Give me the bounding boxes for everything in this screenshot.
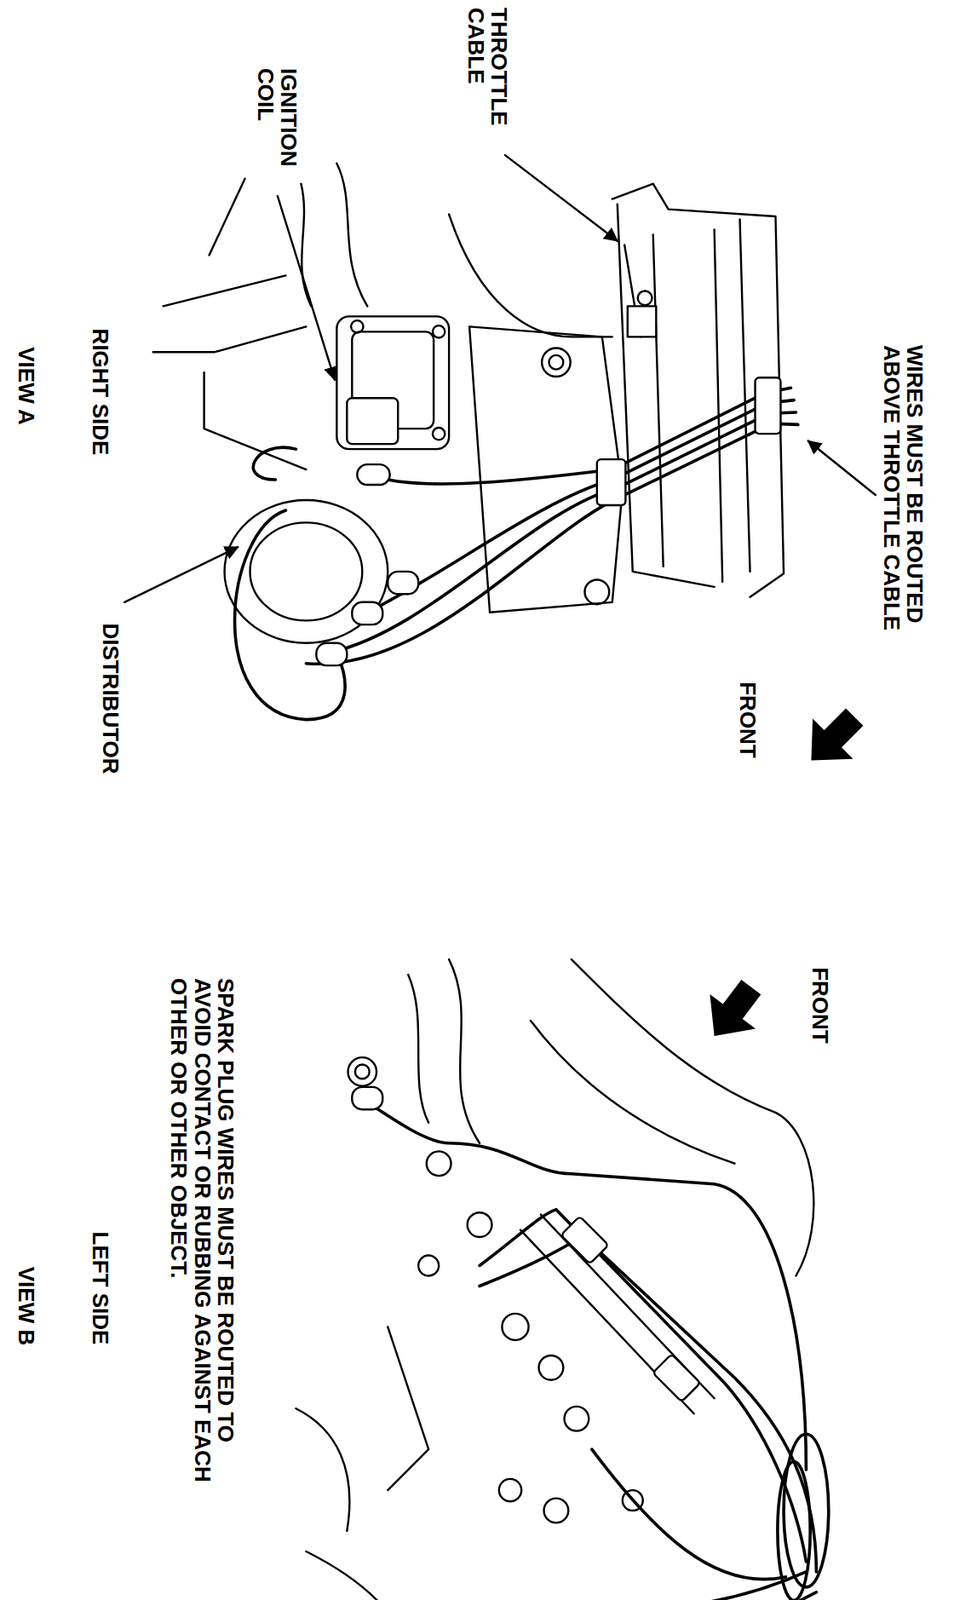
- routing-note: SPARK PLUG WIRES MUST BE ROUTED TO AVOID…: [166, 977, 237, 1489]
- routing-note: WIRES MUST BE ROUTED ABOVE THROTTLE CABL…: [879, 344, 927, 669]
- view-label: LEFT SIDE: [87, 1231, 111, 1345]
- direction-label: FRONT: [735, 681, 759, 759]
- part-label: THROTTLE CABLE: [464, 7, 512, 153]
- part-label: DISTRIBUTOR: [97, 622, 121, 774]
- view-label: VIEW B: [13, 1266, 37, 1345]
- view-label: VIEW A: [13, 346, 37, 425]
- direction-label: FRONT: [807, 966, 831, 1044]
- part-label: IGNITION COIL: [253, 68, 301, 196]
- view-label: RIGHT SIDE: [87, 328, 111, 456]
